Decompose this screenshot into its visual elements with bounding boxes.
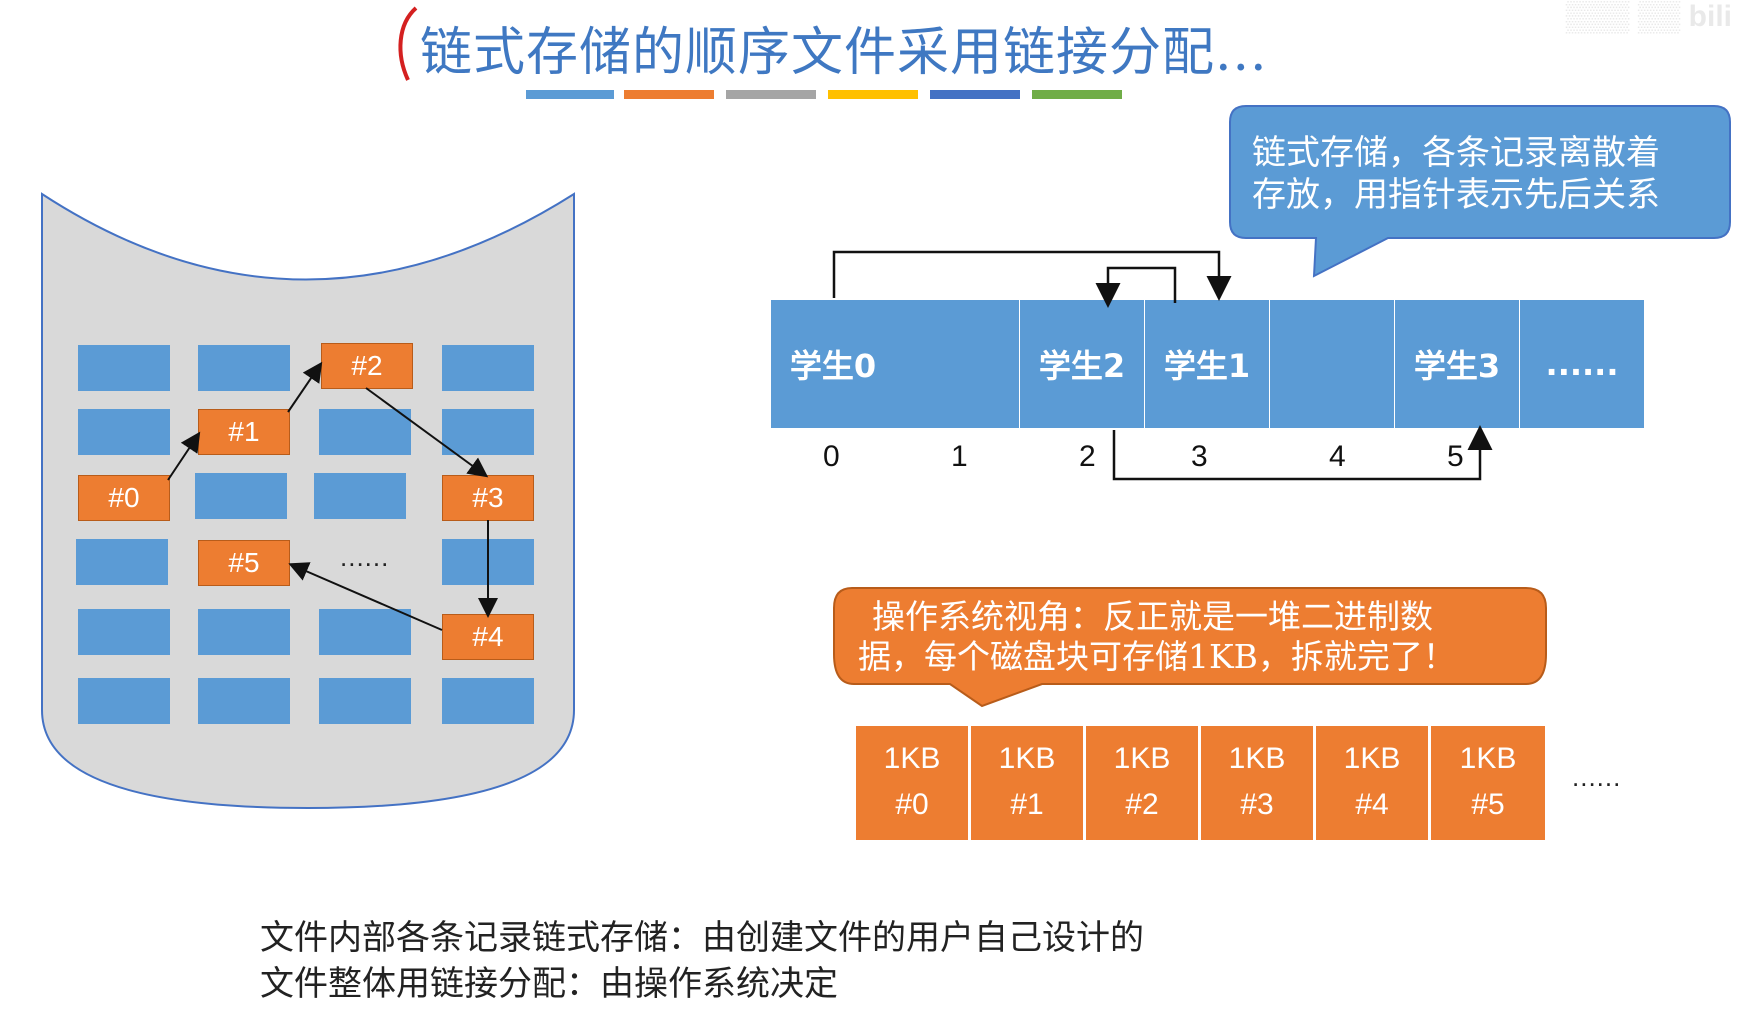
array-index-4: 4 <box>1329 440 1346 473</box>
red-marker-stroke <box>398 6 418 81</box>
pointer-arrow-s0-s1 <box>832 250 1232 301</box>
kb-block-0: 1KB#0 <box>856 726 970 840</box>
kb-block-id: #0 <box>895 788 929 821</box>
callout-top-shape <box>1229 105 1731 278</box>
array-index-3: 3 <box>1191 440 1208 473</box>
disk-pointer-arrows <box>167 361 498 631</box>
disk-block <box>78 409 170 455</box>
pointer-arrow-s1-s2 <box>1095 266 1177 308</box>
disk-block <box>319 609 411 655</box>
array-cell-0: 学生0 <box>771 300 897 428</box>
disk-cylinder: #0 #1 #2 #3 #4 #5 ...... <box>38 190 578 815</box>
color-bar-segment <box>526 90 614 99</box>
kb-block-2: 1KB#2 <box>1086 726 1200 840</box>
disk-block <box>195 473 287 519</box>
disk-block <box>442 678 534 724</box>
disk-block <box>78 609 170 655</box>
kb-block-id: #4 <box>1355 788 1389 821</box>
kb-size-label: 1KB <box>1113 742 1171 775</box>
kb-size-label: 1KB <box>998 742 1056 775</box>
kb-block-3: 1KB#3 <box>1201 726 1315 840</box>
disk-record-3: #3 <box>442 475 534 521</box>
pointer-arrow-s2-s3 <box>1112 425 1493 481</box>
disk-block <box>442 409 534 455</box>
kb-size-label: 1KB <box>1228 742 1286 775</box>
pointer-arrow-2-3 <box>365 387 489 478</box>
callout-bottom-shape <box>833 587 1547 708</box>
color-bar-segment <box>930 90 1020 99</box>
kb-block-4: 1KB#4 <box>1316 726 1430 840</box>
array-cell-1 <box>895 300 1021 428</box>
disk-record-4: #4 <box>442 614 534 660</box>
disk-block <box>314 473 406 519</box>
disk-block <box>76 539 168 585</box>
disk-block <box>319 678 411 724</box>
disk-record-2: #2 <box>321 343 413 389</box>
disk-shape <box>41 192 575 810</box>
kb-block-5: 1KB#5 <box>1431 726 1545 840</box>
array-index-1: 1 <box>951 440 968 473</box>
color-bar-segment <box>624 90 714 99</box>
disk-record-0: #0 <box>78 475 170 521</box>
kb-size-label: 1KB <box>1459 742 1517 775</box>
page-title: 链式存储的顺序文件采用链接分配... <box>420 23 1268 83</box>
watermark-logo: ▒▒▒ ▒▒ bili <box>1565 0 1732 33</box>
callout-bottom-line1: 操作系统视角：反正就是一堆二进制数 <box>872 597 1433 636</box>
kb-size-label: 1KB <box>883 742 941 775</box>
kb-block-id: #5 <box>1471 788 1505 821</box>
disk-record-1: #1 <box>198 409 290 455</box>
array-index-0: 0 <box>823 440 840 473</box>
callout-bottom-line2: 据，每个磁盘块可存储1KB，拆就完了！ <box>858 637 1456 676</box>
array-cell-5: 学生3 <box>1395 300 1521 428</box>
callout-top-line2: 存放，用指针表示先后关系 <box>1252 175 1660 215</box>
disk-block <box>78 678 170 724</box>
footer-line1: 文件内部各条记录链式存储：由创建文件的用户自己设计的 <box>260 918 1144 958</box>
pointer-arrow-0-1 <box>167 431 201 481</box>
color-bar-segment <box>1032 90 1122 99</box>
kb-size-label: 1KB <box>1343 742 1401 775</box>
callout-top-line1: 链式存储，各条记录离散着 <box>1252 133 1660 173</box>
color-bar-segment <box>726 90 816 99</box>
kb-ellipsis: ...... <box>1572 762 1622 792</box>
disk-block <box>442 345 534 391</box>
pointer-arrow-4-5 <box>288 562 443 631</box>
array-cell-6: ...... <box>1520 300 1644 428</box>
array-index-2: 2 <box>1079 440 1096 473</box>
disk-block <box>198 678 290 724</box>
array-cell-2: 学生2 <box>1020 300 1146 428</box>
array-index-5: 5 <box>1447 440 1464 473</box>
disk-block <box>319 409 411 455</box>
disk-block <box>198 609 290 655</box>
kb-block-id: #2 <box>1125 788 1159 821</box>
disk-block <box>78 345 170 391</box>
kb-block-id: #1 <box>1010 788 1044 821</box>
footer-line2: 文件整体用链接分配：由操作系统决定 <box>260 964 838 1004</box>
pointer-arrow-1-2 <box>287 361 323 413</box>
disk-block <box>198 345 290 391</box>
kb-block-id: #3 <box>1240 788 1274 821</box>
disk-ellipsis: ...... <box>340 542 390 572</box>
color-bar-segment <box>828 90 918 99</box>
kb-block-1: 1KB#1 <box>971 726 1085 840</box>
